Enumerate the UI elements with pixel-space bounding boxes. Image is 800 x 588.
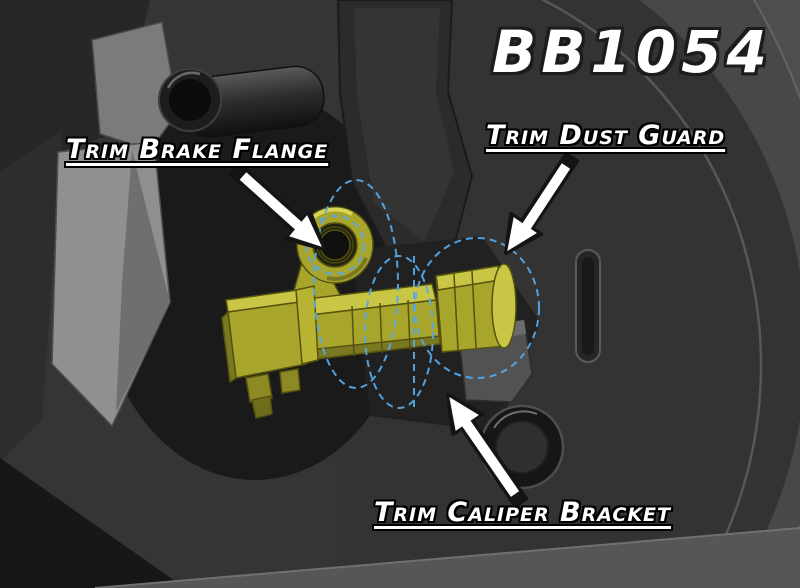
sensor-part — [221, 206, 517, 419]
dust-guard-arrow-icon — [504, 151, 580, 255]
plate-slot — [575, 249, 601, 363]
guide-ellipse-flange — [313, 179, 399, 389]
guide-ellipse-body — [364, 255, 434, 409]
caliper-bracket-arrow-icon — [446, 393, 529, 509]
axle-cylinder — [158, 65, 325, 138]
trim-guides — [305, 179, 540, 410]
caliper-bracket-callout: Trim Caliper Bracket — [374, 497, 671, 528]
connector-body — [227, 301, 307, 379]
floor-edge — [94, 527, 800, 588]
part-code-label: BB1054 — [492, 18, 772, 86]
brake-flange-callout: Trim Brake Flange — [66, 134, 329, 165]
dust-guard-callout: Trim Dust Guard — [486, 120, 726, 151]
brake-flange-arrow-icon — [227, 160, 326, 251]
